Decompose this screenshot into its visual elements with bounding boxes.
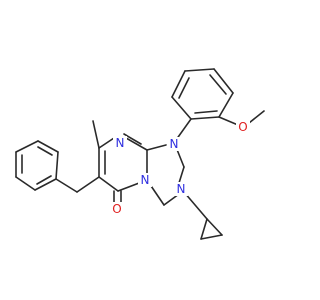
bond [55, 151, 59, 180]
bond [123, 133, 142, 145]
bond [218, 116, 239, 126]
atom-labels: N N N N O O [110, 120, 250, 216]
bond [218, 92, 234, 118]
bond [171, 96, 192, 120]
bond [206, 218, 223, 236]
bond [36, 175, 52, 185]
atom-label-o: O [238, 120, 247, 134]
bond [37, 146, 53, 156]
bond [37, 140, 59, 153]
bond [15, 176, 36, 191]
bond [213, 68, 234, 94]
atom-label-n: N [141, 173, 150, 187]
bond [125, 137, 148, 151]
bond [34, 178, 57, 191]
nitrogen-atom-ring-top: N [113, 136, 127, 150]
bond [178, 77, 190, 99]
bond [55, 178, 78, 193]
bond [98, 176, 119, 192]
atom-label-n: N [170, 137, 179, 151]
bond [194, 110, 218, 114]
bond [184, 68, 215, 72]
nitrogen-atom-aryl: N [167, 137, 181, 151]
molecule-structure: N N N N O O [15, 68, 265, 240]
bond [190, 116, 220, 120]
atom-label-n: N [177, 182, 186, 196]
atom-label-o: O [112, 202, 121, 216]
bond [171, 70, 186, 98]
bond [76, 176, 100, 193]
bond [200, 234, 223, 240]
bond [98, 137, 115, 149]
nitrogen-atom-cyclopropyl: N [174, 182, 188, 196]
nitrogen-atom-bridge: N [138, 173, 152, 187]
bond [183, 191, 208, 220]
bond [209, 74, 227, 95]
atom-label-n: N [116, 136, 125, 150]
bond [92, 120, 100, 149]
bond [178, 166, 185, 184]
oxygen-atom-methoxy: O [236, 120, 250, 134]
bond [248, 110, 265, 124]
bond [146, 144, 167, 151]
bond-lines [15, 68, 265, 240]
oxygen-atom-carbonyl: O [110, 202, 124, 216]
bond [200, 218, 208, 240]
bond [15, 140, 39, 153]
bond [175, 118, 192, 141]
